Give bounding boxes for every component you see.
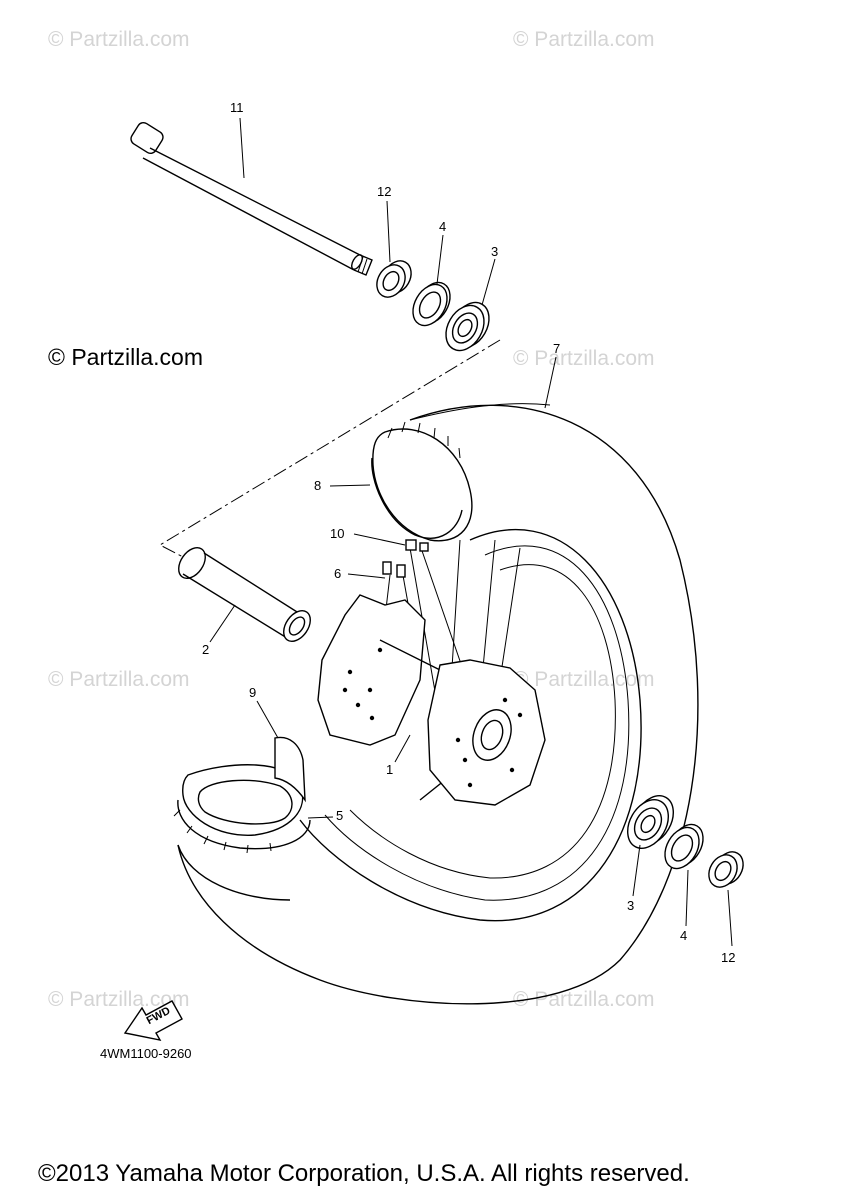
- axle-part-11: [130, 121, 373, 276]
- callout-3-upper: 3: [491, 244, 499, 259]
- callout-9: 9: [249, 685, 257, 700]
- watermark: © Partzilla.com: [513, 988, 655, 1011]
- watermark: © Partzilla.com: [513, 668, 655, 691]
- watermark: © Partzilla.com: [513, 28, 655, 51]
- collar-part-12-lower: [708, 851, 744, 888]
- watermark: © Partzilla.com: [48, 668, 190, 691]
- bearing-part-3-lower: [627, 795, 674, 849]
- fwd-arrow-icon: [123, 1000, 183, 1041]
- rim-band-part-8: [371, 421, 473, 542]
- collar-part-12-upper: [376, 260, 412, 298]
- callout-1: 1: [386, 762, 394, 777]
- tire-part-7: [177, 403, 699, 1005]
- footer-copyright: ©2013 Yamaha Motor Corporation, U.S.A. A…: [38, 1160, 690, 1187]
- hub-part-1: [317, 594, 546, 806]
- rim: [299, 529, 642, 922]
- nipples-part-6: [382, 561, 406, 578]
- callout-3-lower: 3: [627, 898, 635, 913]
- callout-10: 10: [330, 526, 345, 541]
- callout-12-upper: 12: [377, 184, 392, 199]
- callout-2: 2: [202, 642, 210, 657]
- callout-12-lower: 12: [721, 950, 736, 965]
- spacer-part-2: [178, 547, 311, 642]
- partzilla-copyright: © Partzilla.com: [48, 344, 203, 370]
- watermark: © Partzilla.com: [48, 988, 190, 1011]
- callout-7: 7: [553, 341, 561, 356]
- watermark: © Partzilla.com: [48, 28, 190, 51]
- figure-code: 4WM1100-9260: [100, 1046, 192, 1061]
- watermark: © Partzilla.com: [513, 347, 655, 370]
- rim-band-part-9: [197, 736, 306, 825]
- callout-5: 5: [336, 808, 344, 823]
- callout-8: 8: [314, 478, 322, 493]
- seal-part-4-lower: [664, 823, 704, 870]
- callout-11: 11: [230, 100, 244, 115]
- leader-lines: [209, 117, 733, 947]
- seal-part-4-upper: [412, 281, 451, 327]
- callout-4-lower: 4: [680, 928, 688, 943]
- callout-4-upper: 4: [439, 219, 447, 234]
- callout-6: 6: [334, 566, 342, 581]
